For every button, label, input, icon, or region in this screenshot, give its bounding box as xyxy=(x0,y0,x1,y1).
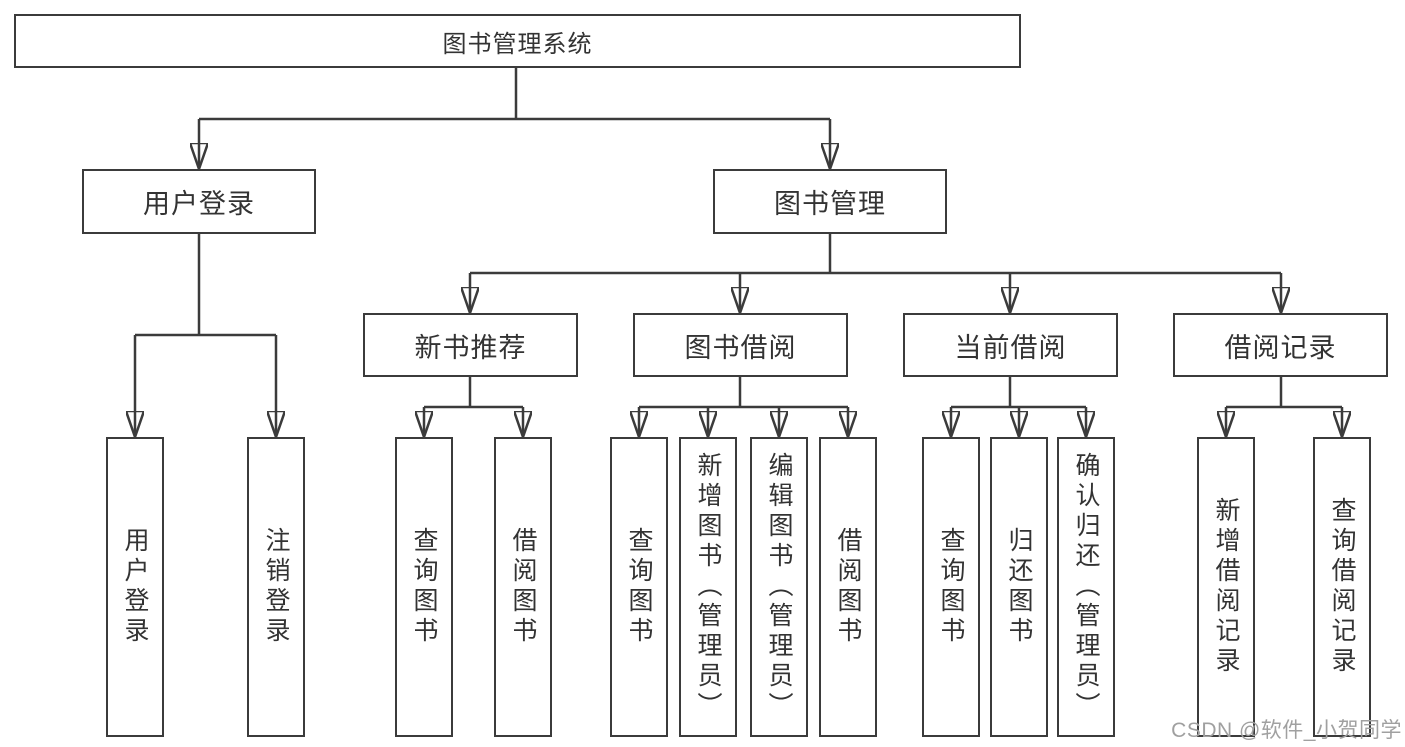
leaf-user-login: 用户登录 xyxy=(106,437,164,737)
leaf-confirm-return-admin: 确认归还（管理员） xyxy=(1057,437,1115,737)
leaf-label: 注销登录 xyxy=(262,527,290,647)
node-book-borrow: 图书借阅 xyxy=(633,313,848,377)
leaf-label: 借阅图书 xyxy=(509,527,537,647)
leaf-label: 新增图书（管理员） xyxy=(694,452,722,722)
leaf-label: 归还图书 xyxy=(1005,527,1033,647)
leaf-label: 借阅图书 xyxy=(834,527,862,647)
leaf-label: 查询图书 xyxy=(410,527,438,647)
leaf-query-book-1: 查询图书 xyxy=(395,437,453,737)
node-root-system: 图书管理系统 xyxy=(14,14,1021,68)
leaf-add-book-admin: 新增图书（管理员） xyxy=(679,437,737,737)
leaf-edit-book-admin: 编辑图书（管理员） xyxy=(750,437,808,737)
leaf-label: 新增借阅记录 xyxy=(1212,497,1240,677)
csdn-watermark: CSDN @软件_小贺同学 xyxy=(1171,719,1402,742)
leaf-label: 查询图书 xyxy=(625,527,653,647)
leaf-query-borrow-record: 查询借阅记录 xyxy=(1313,437,1371,737)
node-current-borrow: 当前借阅 xyxy=(903,313,1118,377)
leaf-label: 查询借阅记录 xyxy=(1328,497,1356,677)
leaf-add-borrow-record: 新增借阅记录 xyxy=(1197,437,1255,737)
node-label: 图书管理系统 xyxy=(442,30,593,58)
leaf-query-book-3: 查询图书 xyxy=(922,437,980,737)
leaf-return-book: 归还图书 xyxy=(990,437,1048,737)
leaf-label: 查询图书 xyxy=(937,527,965,647)
node-user-login: 用户登录 xyxy=(82,169,316,234)
node-new-book-recommend: 新书推荐 xyxy=(363,313,578,377)
leaf-label: 编辑图书（管理员） xyxy=(765,452,793,722)
node-label: 图书管理 xyxy=(774,189,886,219)
leaf-borrow-book-1: 借阅图书 xyxy=(494,437,552,737)
leaf-logout: 注销登录 xyxy=(247,437,305,737)
node-label: 当前借阅 xyxy=(954,332,1067,363)
node-borrow-records: 借阅记录 xyxy=(1173,313,1388,377)
node-book-management: 图书管理 xyxy=(713,169,947,234)
node-label: 借阅记录 xyxy=(1224,332,1337,363)
leaf-label: 确认归还（管理员） xyxy=(1072,452,1100,722)
leaf-label: 用户登录 xyxy=(121,527,149,647)
leaf-borrow-book-2: 借阅图书 xyxy=(819,437,877,737)
node-label: 图书借阅 xyxy=(684,332,797,363)
node-label: 新书推荐 xyxy=(414,332,527,363)
node-label: 用户登录 xyxy=(143,189,255,219)
leaf-query-book-2: 查询图书 xyxy=(610,437,668,737)
